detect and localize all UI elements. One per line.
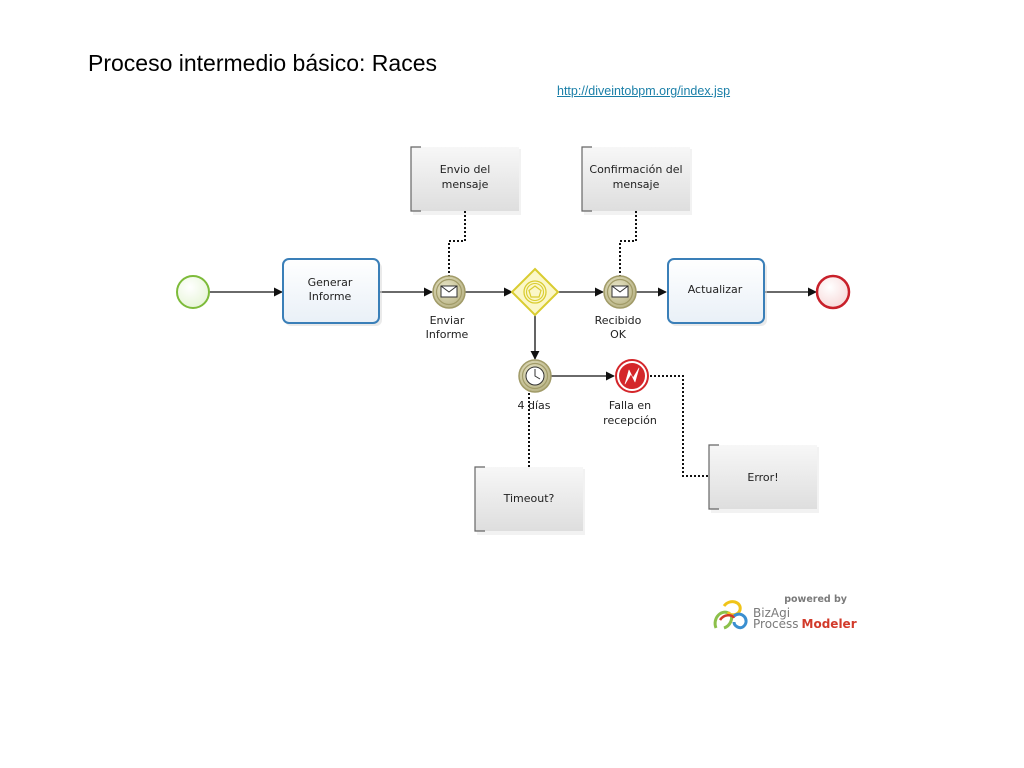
event-falla-line1: Falla en	[609, 399, 651, 412]
source-link[interactable]: http://diveintobpm.org/index.jsp	[557, 84, 731, 98]
envelope-icon	[440, 285, 458, 298]
event-enviar-line2: Informe	[426, 328, 469, 341]
powered-by-label: powered by	[784, 594, 848, 605]
annotation-envio-line2: mensaje	[442, 178, 489, 191]
event-recibido-ok[interactable]: Recibido OK	[595, 275, 642, 341]
pentagon-icon	[528, 285, 542, 298]
task-actualizar[interactable]: Actualizar	[667, 258, 767, 326]
brand-line1: BizAgi	[753, 606, 790, 620]
annotation-envio-line1: Envio del	[440, 163, 491, 176]
event-falla-recepcion[interactable]: Falla en recepción	[603, 359, 657, 427]
bizagi-logo-icon	[713, 600, 748, 630]
event-recibido-line2: OK	[610, 328, 627, 341]
annotation-confirmacion: Confirmación del mensaje	[581, 146, 692, 215]
event-recibido-line1: Recibido	[595, 314, 642, 327]
annotation-timeout: Timeout?	[474, 466, 585, 535]
event-timer-4-dias[interactable]: 4 días	[517, 359, 552, 412]
clock-icon	[525, 366, 545, 386]
lightning-icon	[624, 367, 640, 385]
task-actualizar-label: Actualizar	[688, 283, 743, 296]
brand-process: Process	[753, 617, 799, 631]
annotation-confirmacion-line1: Confirmación del	[589, 163, 682, 176]
task-generar-line1: Generar	[308, 276, 353, 289]
event-falla-line2: recepción	[603, 414, 657, 427]
annotation-timeout-label: Timeout?	[503, 492, 555, 505]
annotation-error: Error!	[708, 444, 819, 513]
task-generar-informe[interactable]: Generar Informe	[282, 258, 382, 326]
task-generar-line2: Informe	[309, 290, 352, 303]
annotation-error-label: Error!	[747, 471, 778, 484]
annotation-envio: Envio del mensaje	[410, 146, 521, 215]
annotation-confirmacion-line2: mensaje	[613, 178, 660, 191]
event-timer-label: 4 días	[517, 399, 550, 412]
associations	[448, 211, 709, 477]
event-based-gateway[interactable]	[510, 267, 560, 317]
end-event	[815, 274, 851, 310]
start-event	[176, 275, 210, 309]
page-title: Proceso intermedio básico: Races	[88, 50, 437, 76]
envelope-icon	[611, 285, 629, 298]
event-enviar-informe[interactable]: Enviar Informe	[426, 275, 469, 341]
brand-modeler: Modeler	[802, 617, 857, 631]
event-enviar-line1: Enviar	[430, 314, 465, 327]
sequence-flows	[208, 287, 817, 381]
